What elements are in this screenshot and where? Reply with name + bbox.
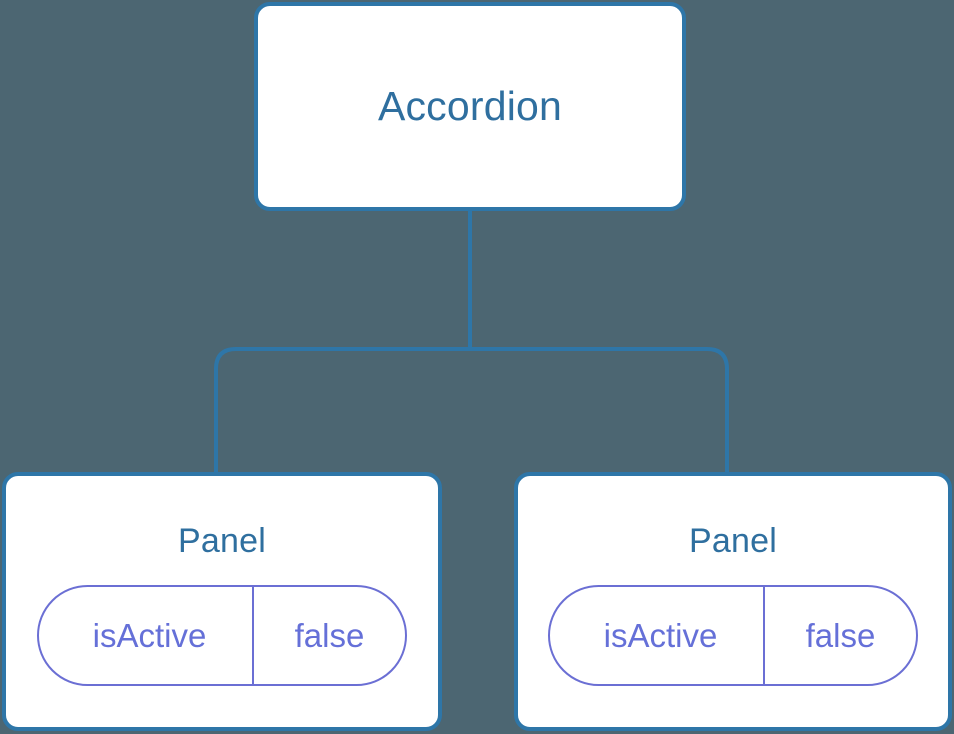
node-accordion-title: Accordion [377,83,563,129]
node-panel-1-prop-value: false [763,587,916,684]
node-panel-0-prop-value: false [252,587,405,684]
node-panel-1-title: Panel [689,522,777,560]
node-panel-0-prop-pill[interactable]: isActive false [37,585,407,686]
node-panel-0-title: Panel [178,522,266,560]
node-panel-1-prop-key: isActive [603,617,718,654]
connector-branch-right [470,347,729,472]
node-accordion[interactable]: Accordion [254,2,686,211]
node-panel-1-prop-pill[interactable]: isActive false [548,585,918,686]
node-panel-1[interactable]: Panel isActive false [514,472,952,731]
node-panel-0-prop-key: isActive [92,617,207,654]
node-panel-0[interactable]: Panel isActive false [2,472,442,731]
connector-branch-left [214,347,470,472]
